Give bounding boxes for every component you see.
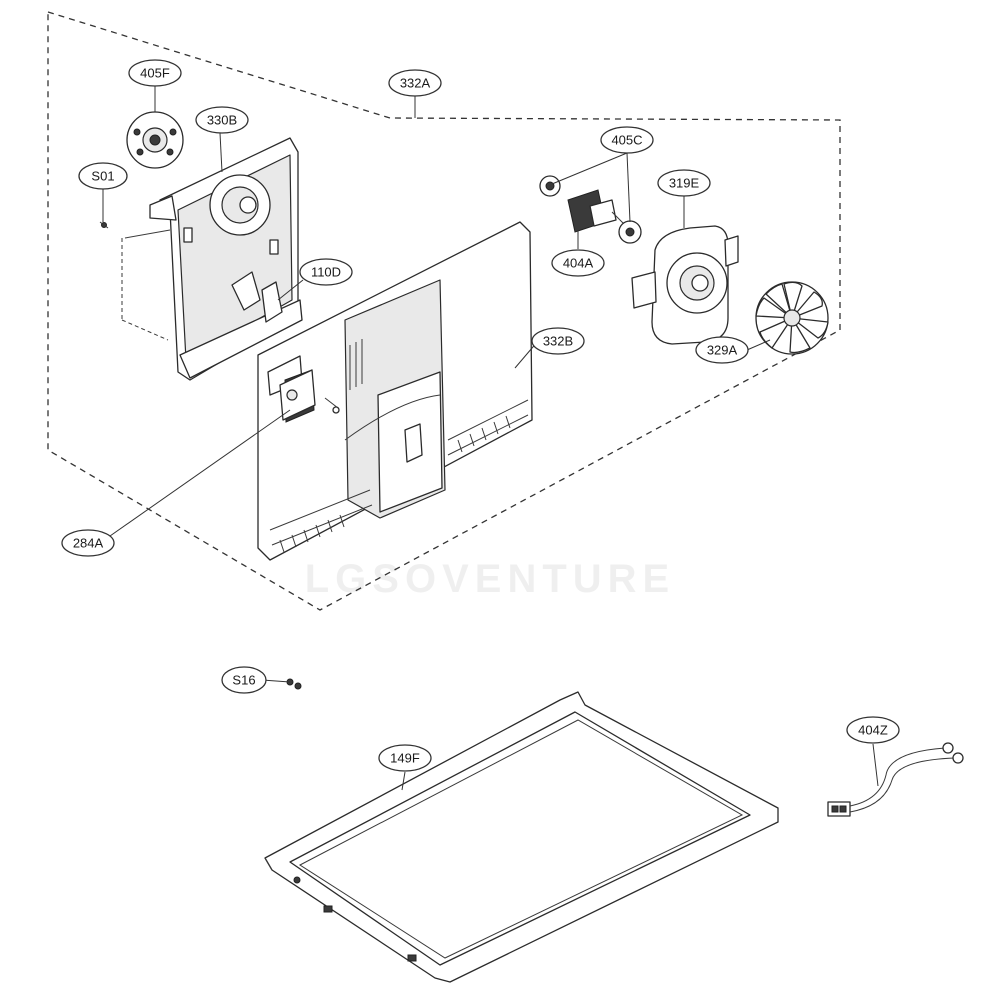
callout-405f-text: 405F [140,66,170,81]
callout-404z-text: 404Z [858,723,888,738]
part-404a-motor [567,189,629,233]
part-149f-glass-shelf [264,691,779,983]
callout-329a-text: 329A [707,343,738,358]
leader-lines [102,86,879,791]
callout-332a: 332A [388,69,442,97]
callout-s01-text: S01 [91,169,114,184]
callout-404z: 404Z [846,716,900,744]
callout-149f-text: 149F [390,751,420,766]
callout-110d: 110D [299,258,353,286]
callout-330b: 330B [195,106,249,134]
callout-149f: 149F [378,744,432,772]
callout-332b-text: 332B [543,334,573,349]
callout-405c-text: 405C [611,133,642,148]
part-332b-cover-panel [257,221,533,561]
callout-332a-text: 332A [400,76,431,91]
part-405f-rubber-mount [126,111,184,169]
part-284a-pad [279,369,316,421]
callout-405c: 405C [600,126,654,154]
callout-404a-text: 404A [563,256,594,271]
watermark-text: LGSOVENTURE [305,557,675,601]
callout-s01: S01 [78,162,128,190]
part-405c-mounts [539,175,642,244]
callout-s16: S16 [221,666,267,694]
callout-319e-text: 319E [669,176,700,191]
callout-404a: 404A [551,249,605,277]
callout-332b: 332B [531,327,585,355]
callout-319e: 319E [657,169,711,197]
callout-284a-text: 284A [73,536,104,551]
callout-405f: 405F [128,59,182,87]
callout-330b-text: 330B [207,113,237,128]
callout-110d-text: 110D [311,265,341,280]
part-319e-fan-shroud [631,225,739,345]
callout-284a: 284A [61,529,115,557]
part-329a-fan-blade [755,281,829,355]
part-s01-screw [99,221,109,229]
part-330b-fan-bracket [121,137,303,381]
callout-s16-text: S16 [232,673,255,688]
part-s16-screw [286,678,302,690]
callout-329a: 329A [695,336,749,364]
part-404z-wire-harness [827,742,964,817]
